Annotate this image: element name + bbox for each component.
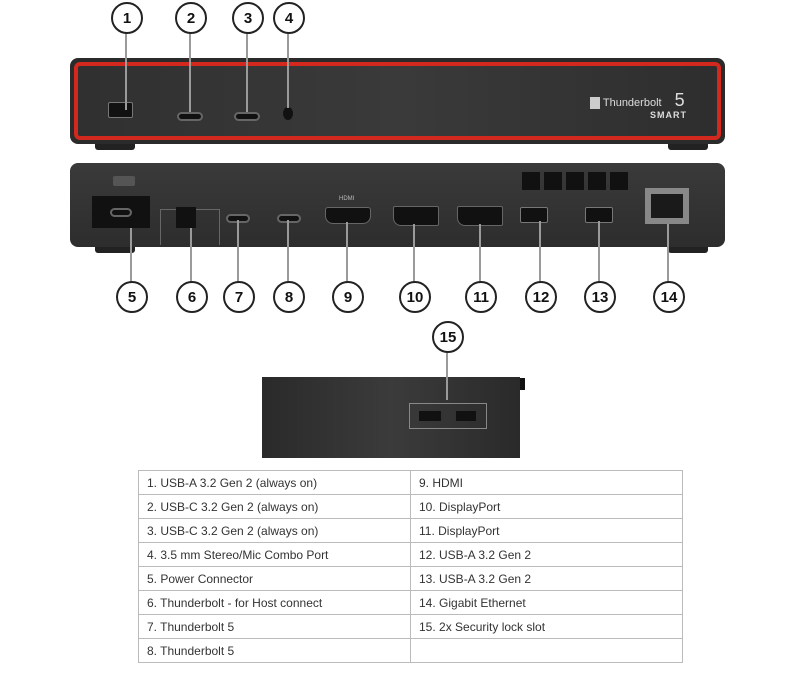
callout-14: 14 <box>653 281 685 313</box>
callout-12: 12 <box>525 281 557 313</box>
legend-cell-right: 9. HDMI <box>410 470 683 495</box>
callout-15: 15 <box>432 321 464 353</box>
legend-row: 1. USB-A 3.2 Gen 2 (always on)9. HDMI <box>138 470 683 495</box>
power-connector <box>92 196 150 228</box>
hdmi-port <box>325 207 371 224</box>
red-front-bezel <box>74 62 721 140</box>
callout-13: 13 <box>584 281 616 313</box>
callout-4: 4 <box>273 2 305 34</box>
logo-version: 5 <box>674 90 685 110</box>
vent-grille <box>522 172 628 190</box>
callout-1: 1 <box>111 2 143 34</box>
front-usb-c-port-2 <box>234 112 260 121</box>
logo-brand: Thunderbolt <box>602 97 662 109</box>
displayport-2 <box>457 206 503 226</box>
callout-10: 10 <box>399 281 431 313</box>
legend-cell-right: 15. 2x Security lock slot <box>410 614 683 639</box>
callout-11: 11 <box>465 281 497 313</box>
rear-usb-a-port-1 <box>520 207 548 223</box>
legend-cell-left: 8. Thunderbolt 5 <box>138 638 411 663</box>
legend-row: 8. Thunderbolt 5 <box>138 638 683 663</box>
callout-7: 7 <box>223 281 255 313</box>
legend-cell-right: 13. USB-A 3.2 Gen 2 <box>410 566 683 591</box>
callout-3: 3 <box>232 2 264 34</box>
legend-cell-left: 4. 3.5 mm Stereo/Mic Combo Port <box>138 542 411 567</box>
hdmi-label: HDMI <box>339 196 355 202</box>
legend-cell-right: 12. USB-A 3.2 Gen 2 <box>410 542 683 567</box>
security-lock-slots <box>409 403 487 429</box>
legend-cell-right: 10. DisplayPort <box>410 494 683 519</box>
legend-cell-left: 2. USB-C 3.2 Gen 2 (always on) <box>138 494 411 519</box>
kensington-switch <box>113 176 135 186</box>
legend-row: 2. USB-C 3.2 Gen 2 (always on)10. Displa… <box>138 494 683 519</box>
callout-8: 8 <box>273 281 305 313</box>
front-audio-jack <box>283 107 293 120</box>
legend-cell-right: 11. DisplayPort <box>410 518 683 543</box>
legend-cell-left: 5. Power Connector <box>138 566 411 591</box>
legend-cell-left: 7. Thunderbolt 5 <box>138 614 411 639</box>
thunderbolt-5-port-2 <box>277 214 301 223</box>
ethernet-port <box>645 188 689 224</box>
callout-5: 5 <box>116 281 148 313</box>
legend-cell-right <box>410 638 683 663</box>
legend-cell-right: 14. Gigabit Ethernet <box>410 590 683 615</box>
callout-2: 2 <box>175 2 207 34</box>
thunderbolt-bolt-icon <box>590 97 600 110</box>
thunderbolt-logo: Thunderbolt 5 <box>590 90 685 111</box>
front-usb-a-port <box>108 102 133 118</box>
front-usb-c-port-1 <box>177 112 203 121</box>
callout-6: 6 <box>176 281 208 313</box>
legend-row: 3. USB-C 3.2 Gen 2 (always on)11. Displa… <box>138 518 683 543</box>
host-thunderbolt-port <box>176 207 196 228</box>
legend-cell-left: 3. USB-C 3.2 Gen 2 (always on) <box>138 518 411 543</box>
callout-9: 9 <box>332 281 364 313</box>
displayport-1 <box>393 206 439 226</box>
dock-front-view <box>70 58 725 144</box>
legend-cell-left: 1. USB-A 3.2 Gen 2 (always on) <box>138 470 411 495</box>
dock-side-view <box>262 377 520 458</box>
legend-cell-left: 6. Thunderbolt - for Host connect <box>138 590 411 615</box>
logo-edition: SMART <box>650 110 687 120</box>
